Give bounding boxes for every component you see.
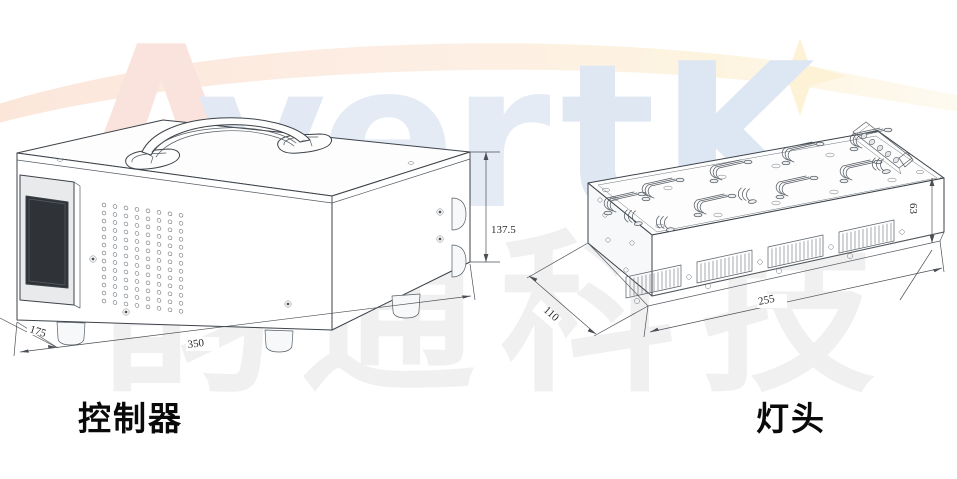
watermark-sparkle-icon: [754, 38, 846, 116]
lamphead-top-inner-outline: [597, 135, 938, 233]
controller-side-bumper-lower: [451, 244, 467, 278]
controller-screw-mid: [122, 308, 130, 316]
controller-width-dimline: [19, 295, 472, 353]
controller-screw-front-lower: [436, 235, 444, 243]
controller-screw-right: [284, 300, 292, 308]
lamphead-depth-dimline: [528, 275, 597, 335]
controller-lid-lip-right: [331, 151, 471, 204]
lamphead-bottom-flange: [651, 231, 945, 297]
lamphead-height-leader: [899, 249, 933, 301]
lamphead-dimension-annotations: 255 110 63: [526, 177, 945, 338]
lamphead-width-ext-right: [939, 240, 945, 273]
controller-dimension-annotations: 350 175 137.5: [0, 151, 523, 357]
lamphead-top-screws: [602, 152, 924, 229]
controller-side-bumper-upper: [451, 197, 467, 231]
controller-feet: [56, 293, 421, 353]
lamphead-louver-panel-3: [767, 234, 824, 274]
controller-display-screen: [25, 195, 69, 289]
controller-depth-value: 175: [28, 323, 48, 340]
controller-fasteners: [56, 158, 444, 316]
controller-caption: 控制器: [78, 399, 183, 438]
lamphead-cable-clips: [603, 127, 893, 232]
controller-display-side-wall: [73, 181, 81, 309]
lamphead-skirt-edge: [647, 240, 941, 307]
controller-height-value: 137.5: [491, 224, 516, 236]
controller-width-ext-left: [13, 321, 18, 357]
lamphead-front-screws: [686, 229, 905, 280]
lamphead-louver-panel-4: [838, 219, 895, 259]
lamp-head-caption: 灯头: [756, 399, 826, 438]
controller-vent-grid: [101, 202, 184, 314]
controller-width-value: 350: [187, 337, 205, 351]
watermark-swoosh: [0, 43, 957, 123]
lamphead-skirt-right: [939, 231, 945, 242]
lamphead-depth-ext-bot: [593, 305, 649, 337]
lamphead-louver-panel-2: [696, 249, 753, 289]
controller-display-inner-edge: [28, 198, 66, 286]
lamphead-width-ext-left: [643, 305, 649, 338]
controller-screw-left: [89, 255, 97, 263]
lamphead-louver-panel-1: [625, 264, 682, 304]
controller-main-face: [16, 152, 333, 331]
controller-carry-handle: [125, 117, 333, 170]
lamphead-width-dimline: [649, 267, 943, 333]
lamphead-terminal-block: [852, 121, 914, 175]
lamphead-width-value: 255: [757, 293, 776, 308]
controller-width-ext-right: [469, 263, 476, 301]
lamphead-louver-panels: [625, 219, 895, 304]
lamphead-height-value: 63: [907, 203, 919, 215]
controller-screw-front-upper: [436, 208, 444, 216]
lamphead-depth-ext-top: [526, 242, 589, 279]
